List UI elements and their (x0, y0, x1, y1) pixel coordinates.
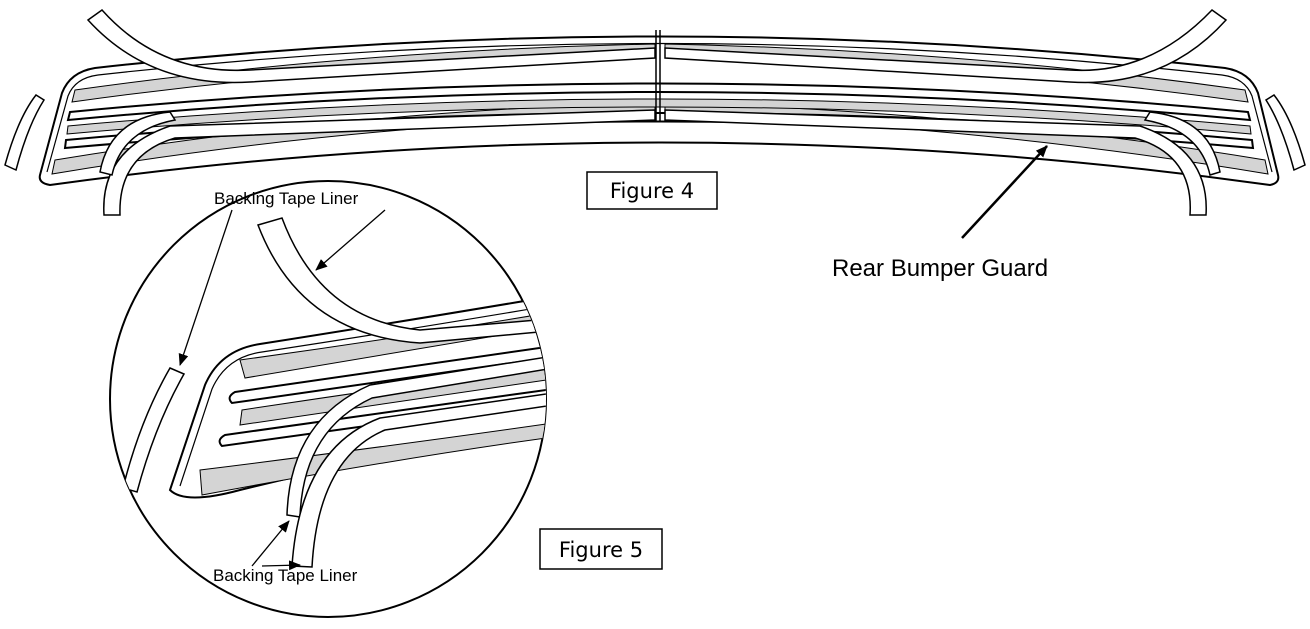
bumper-callout-text: Rear Bumper Guard (832, 255, 1048, 282)
liner-side-left (4, 94, 46, 172)
liner-callout-bottom-arrow-b (261, 560, 301, 571)
bumper-slot-middle (66, 98, 1252, 135)
liner-callout-top-text: Backing Tape Liner (214, 189, 359, 208)
detail-liner-bottom-outer (291, 391, 546, 568)
liner-callout-bottom-arrow-a (251, 520, 290, 567)
figure4-label-box: Figure 4 (586, 171, 718, 210)
rear-bumper-guard (38, 30, 1280, 187)
figure4-label: Figure 4 (610, 179, 694, 203)
detail-liner-bottom-inner (286, 354, 546, 518)
liner-top-left (86, 8, 656, 84)
figure5-label: Figure 5 (559, 538, 643, 562)
detail-liner-left (122, 367, 186, 493)
liner-callout-top-arrow-a (178, 209, 233, 366)
bumper-callout-arrow (961, 145, 1048, 239)
liner-mid-right (1143, 111, 1221, 176)
liner-callout-bottom-text: Backing Tape Liner (213, 566, 358, 585)
liner-mid-left (99, 111, 177, 176)
bumper-guard-outline (38, 35, 1280, 187)
figure4-backing-liners (4, 8, 1306, 216)
figure5-label-box: Figure 5 (539, 528, 663, 570)
liner-side-right (1264, 94, 1306, 172)
detail-liner-top (257, 217, 546, 344)
liner-callout-top-arrow-b (315, 209, 386, 271)
liner-bottom-right (664, 109, 1207, 216)
figure5-detail: Backing Tape Liner Backing Tape Liner (109, 180, 547, 618)
bumper-slot-upper (66, 82, 1252, 122)
detail-bumper-inner (179, 303, 546, 487)
liner-top-right (664, 9, 1228, 84)
bumper-callout: Rear Bumper Guard (832, 145, 1048, 282)
